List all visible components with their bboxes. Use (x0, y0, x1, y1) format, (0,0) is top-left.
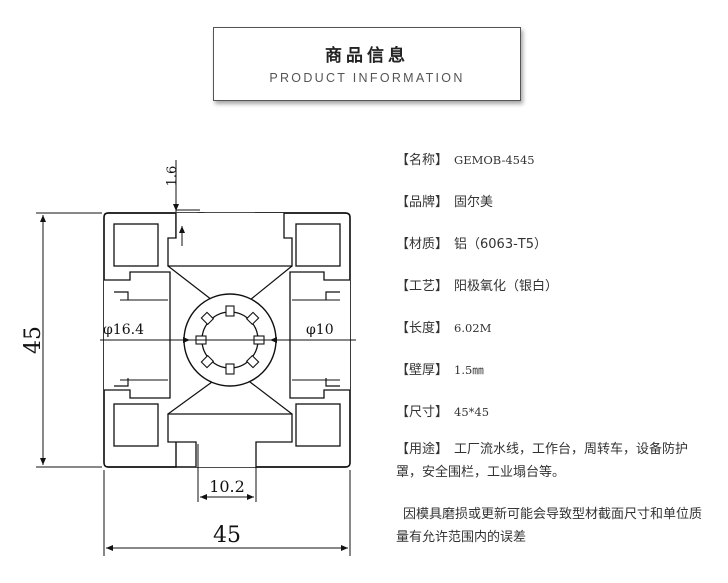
profile-drawing: 45 45 10.2 1.6 φ16.4 φ10 (21, 160, 356, 556)
page-subtitle: PRODUCT INFORMATION (269, 71, 465, 85)
disclaimer-note: 因模具磨损或更新可能会导致型材截面尺寸和单位质量有允许范围内的误差 (396, 507, 703, 545)
corner-cavity (295, 403, 341, 447)
spec-row-thickness: 【壁厚】 1.5㎜ (396, 359, 484, 378)
dim-height-label: 45 (21, 326, 46, 354)
spec-key: 【名称】 (396, 153, 449, 168)
spec-row-name: 【名称】 GEMOB-4545 (396, 149, 535, 168)
spec-row-usage: 【用途】工厂流水线，工作台，周转车，设备防护罩，安全围栏，工业塌台等。 (396, 438, 706, 484)
spec-key: 【品牌】 (396, 195, 449, 210)
corner-cavity (295, 223, 341, 267)
spec-value: 工厂流水线，工作台，周转车，设备防护罩，安全围栏，工业塌台等。 (396, 442, 689, 480)
dim-slot-label: 10.2 (209, 477, 245, 496)
corner-cavity (113, 403, 159, 447)
spec-value: 1.5㎜ (454, 363, 484, 377)
spec-key: 【用途】 (396, 442, 449, 457)
dim-wall-label: 1.6 (165, 166, 180, 187)
spec-value: 6.02M (454, 321, 492, 335)
spec-key: 【长度】 (396, 321, 449, 336)
spec-row-length: 【长度】 6.02M (396, 317, 491, 336)
corner-cavity (113, 223, 159, 267)
spec-key: 【材质】 (396, 237, 449, 252)
spec-value: 阳极氧化（银白） (454, 279, 559, 294)
page-title: 商品信息 (325, 46, 409, 66)
dim-width-label: 45 (213, 523, 241, 548)
spec-value: 固尔美 (454, 195, 494, 210)
spec-row-process: 【工艺】阳极氧化（银白） (396, 275, 558, 294)
spec-key: 【尺寸】 (396, 405, 449, 420)
spec-value: 铝（6063-T5） (454, 237, 548, 252)
spec-row-brand: 【品牌】固尔美 (396, 191, 493, 210)
dim-outer-bore-label: φ16.4 (103, 322, 144, 338)
spec-row-material: 【材质】铝（6063-T5） (396, 233, 547, 252)
spec-key: 【工艺】 (396, 279, 449, 294)
spec-value: 45*45 (454, 405, 490, 419)
spec-key: 【壁厚】 (396, 363, 449, 378)
spec-value: GEMOB-4545 (454, 153, 535, 167)
dim-inner-bore-label: φ10 (306, 322, 334, 338)
title-box: 商品信息 PRODUCT INFORMATION (213, 27, 521, 101)
spec-row-size: 【尺寸】 45*45 (396, 401, 489, 420)
